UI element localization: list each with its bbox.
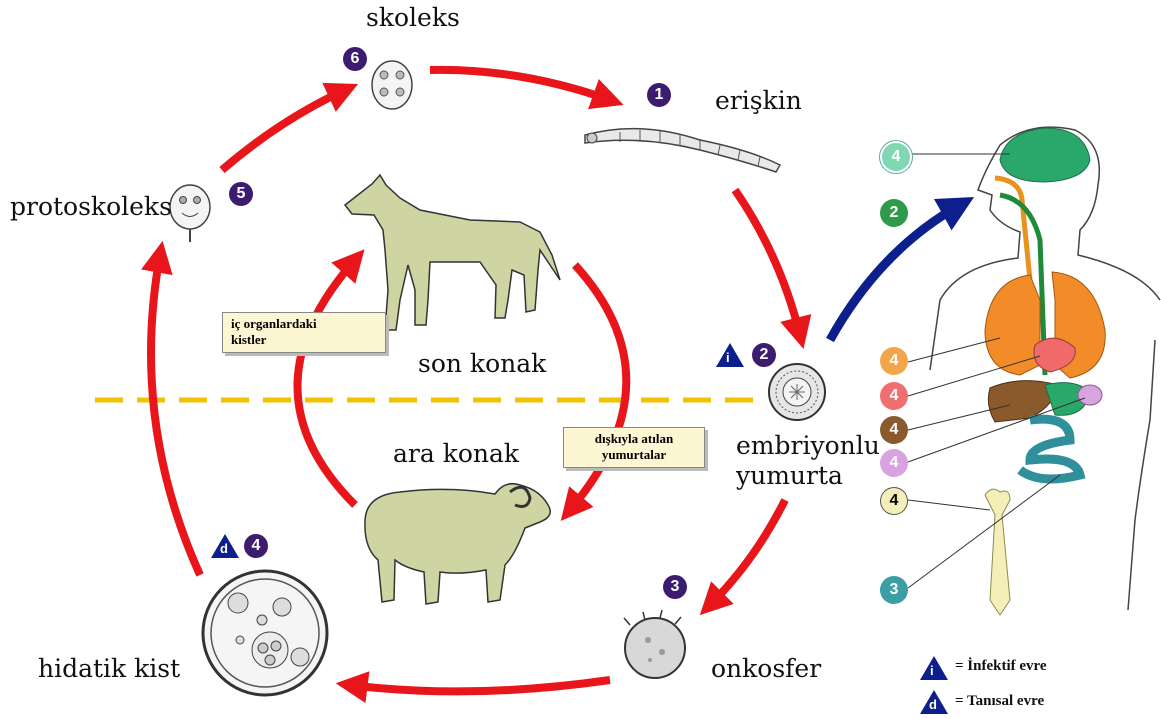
protoskoleks-icon [170, 185, 210, 242]
legend-infective-letter: i [930, 663, 934, 678]
legend-diagnostic-letter: d [929, 697, 937, 712]
label-embriyonlu: embriyonlu [736, 432, 880, 460]
arrow-dog-to-sheep [570, 265, 626, 510]
body-marker-bone: 4 [880, 487, 908, 515]
bone-organ [985, 489, 1010, 615]
stage-marker-6: 6 [343, 47, 367, 71]
lung-organ [985, 275, 1040, 375]
hydatid-cyst-icon [203, 571, 327, 695]
pointer-intestine [908, 475, 1060, 588]
box-internal-organ-cysts-line2: kistler [231, 332, 377, 348]
arrow-eriskin-to-yumurta [735, 190, 800, 335]
body-marker-intestine: 3 [880, 576, 908, 604]
legend-diagnostic-text: = Tanısal evre [955, 693, 1044, 710]
skoleks-icon [372, 61, 412, 109]
label-skoleks: skoleks [366, 4, 460, 32]
label-protoskoleks: protoskoleks [10, 193, 172, 221]
label-hidatik-kist: hidatik kist [38, 655, 180, 683]
body-marker-spleen: 4 [880, 449, 908, 477]
dog-icon [345, 175, 560, 330]
stage-marker-5: 5 [229, 182, 253, 206]
adult-worm-icon [585, 129, 780, 172]
stage-marker-3: 3 [663, 575, 687, 599]
arrow-onkosfer-to-kist [350, 680, 610, 691]
body-marker-brain: 4 [880, 141, 912, 173]
box-eggs-in-feces-line1: dışkıyla atılan [572, 431, 696, 447]
body-marker-liver: 4 [880, 416, 908, 444]
stage-marker-1: 1 [647, 83, 671, 107]
pointer-lung [908, 338, 1000, 362]
stage-marker-2: 2 [752, 343, 776, 367]
label-ara-konak: ara konak [393, 440, 519, 468]
arrow-sheep-to-dog [298, 260, 356, 505]
spleen-organ [1078, 385, 1102, 405]
infective-stage-icon [716, 343, 744, 367]
oncosphere-icon [624, 610, 685, 678]
intestine-organ [1020, 419, 1080, 479]
box-eggs-in-feces: dışkıyla atılan yumurtalar [563, 427, 705, 468]
box-internal-organ-cysts: iç organlardaki kistler [222, 312, 386, 353]
arrow-protoskoleks-to-skoleks [222, 90, 345, 170]
diagnostic-stage-letter: d [220, 541, 228, 556]
label-yumurta: yumurta [736, 462, 843, 490]
stage-marker-4: 4 [244, 534, 268, 558]
pointer-bone [908, 500, 990, 510]
body-marker-arrow: 2 [880, 199, 908, 227]
label-son-konak: son konak [418, 350, 546, 378]
infective-stage-letter: i [726, 350, 730, 365]
body-marker-heart: 4 [880, 382, 908, 410]
sheep-icon [365, 484, 550, 604]
embryonated-egg-icon [769, 364, 825, 420]
legend-infective-text: = İnfektif evre [955, 658, 1047, 675]
arrow-kist-to-protoskoleks [151, 255, 200, 575]
label-eriskin: erişkin [715, 87, 802, 115]
body-marker-lung: 4 [880, 347, 908, 375]
arrow-skoleks-to-eriskin [430, 70, 610, 100]
legend-infective-icon [920, 656, 948, 680]
label-onkosfer: onkosfer [711, 655, 821, 683]
arrow-yumurta-to-onkosfer [710, 500, 785, 605]
box-eggs-in-feces-line2: yumurtalar [572, 447, 696, 463]
box-internal-organ-cysts-line1: iç organlardaki [231, 316, 377, 332]
